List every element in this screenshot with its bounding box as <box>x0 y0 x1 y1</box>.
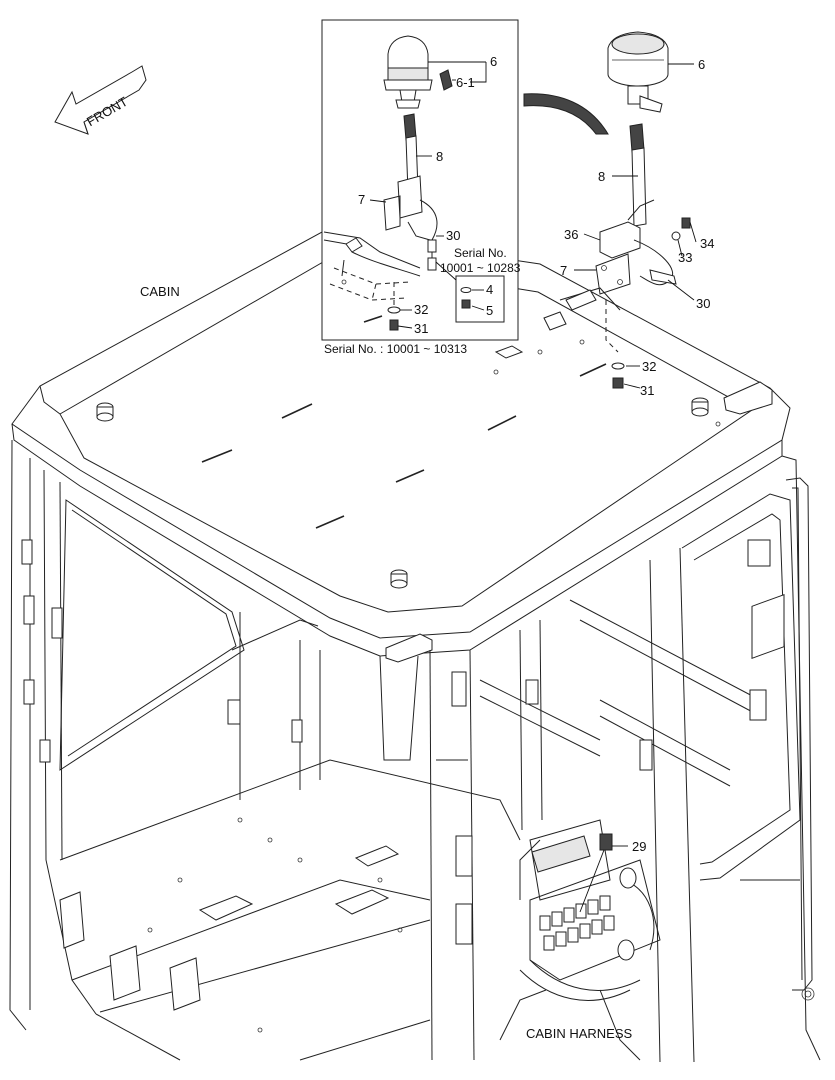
callout-main-6: 6 <box>698 57 705 72</box>
callout-inset-32: 32 <box>414 302 428 317</box>
callout-inset-6: 6 <box>490 54 497 69</box>
serial-inset-box <box>321 19 519 341</box>
cabin-floor <box>59 759 521 1061</box>
front-arrow: FRONT <box>54 65 147 135</box>
callout-inset-5: 5 <box>486 303 493 318</box>
beacon-pole-main <box>629 123 647 227</box>
main-callout-leaders <box>574 63 697 847</box>
callout-inset-8: 8 <box>436 149 443 164</box>
cabin-label: CABIN <box>140 284 180 299</box>
serial-sub-line1: Serial No. <box>454 246 507 260</box>
bracket-36 <box>599 221 641 259</box>
bolt-5 <box>461 299 471 309</box>
callout-main-31: 31 <box>640 383 654 398</box>
serial-sub-line2: 10001 ~ 10283 <box>440 261 521 275</box>
screw-34 <box>681 217 691 229</box>
callout-inset-4: 4 <box>486 282 493 297</box>
cabin-frame <box>9 439 821 1063</box>
fuse-block <box>539 895 615 951</box>
washer-32-inset <box>387 306 401 314</box>
washer-4 <box>460 287 472 293</box>
callout-inset-31: 31 <box>414 321 428 336</box>
callout-main-7: 7 <box>560 263 567 278</box>
bolt-31-main <box>612 377 624 389</box>
washer-32-main <box>611 362 625 370</box>
serial-sub-box <box>435 261 505 323</box>
callout-main-32: 32 <box>642 359 656 374</box>
inset-to-main-arrow <box>523 93 609 135</box>
serial-main-label: Serial No. : 10001 ~ 10313 <box>324 342 467 356</box>
callout-main-33: 33 <box>678 250 692 265</box>
main-beacon-assembly <box>523 31 691 389</box>
callout-main-30: 30 <box>696 296 710 311</box>
front-label: FRONT <box>84 94 130 129</box>
callout-main-36: 36 <box>564 227 578 242</box>
inset-callout-leaders <box>369 61 487 329</box>
washer-33 <box>671 231 681 241</box>
bolt-31-inset <box>389 319 399 331</box>
callout-main-34: 34 <box>700 236 714 251</box>
cabin-harness <box>499 819 661 1061</box>
beacon-lamp-main <box>607 31 669 113</box>
relay-part-29 <box>599 833 613 851</box>
callout-main-29: 29 <box>632 839 646 854</box>
callout-inset-6-1: 6-1 <box>456 75 475 90</box>
bulb-6-1 <box>439 69 453 91</box>
cabin-harness-label: CABIN HARNESS <box>526 1026 633 1041</box>
callout-main-8: 8 <box>598 169 605 184</box>
beacon-lamp-inset <box>383 35 433 109</box>
callout-inset-30: 30 <box>446 228 460 243</box>
bracket-7-main <box>595 253 631 295</box>
bracket-7-inset <box>397 175 423 219</box>
callout-inset-7: 7 <box>358 192 365 207</box>
